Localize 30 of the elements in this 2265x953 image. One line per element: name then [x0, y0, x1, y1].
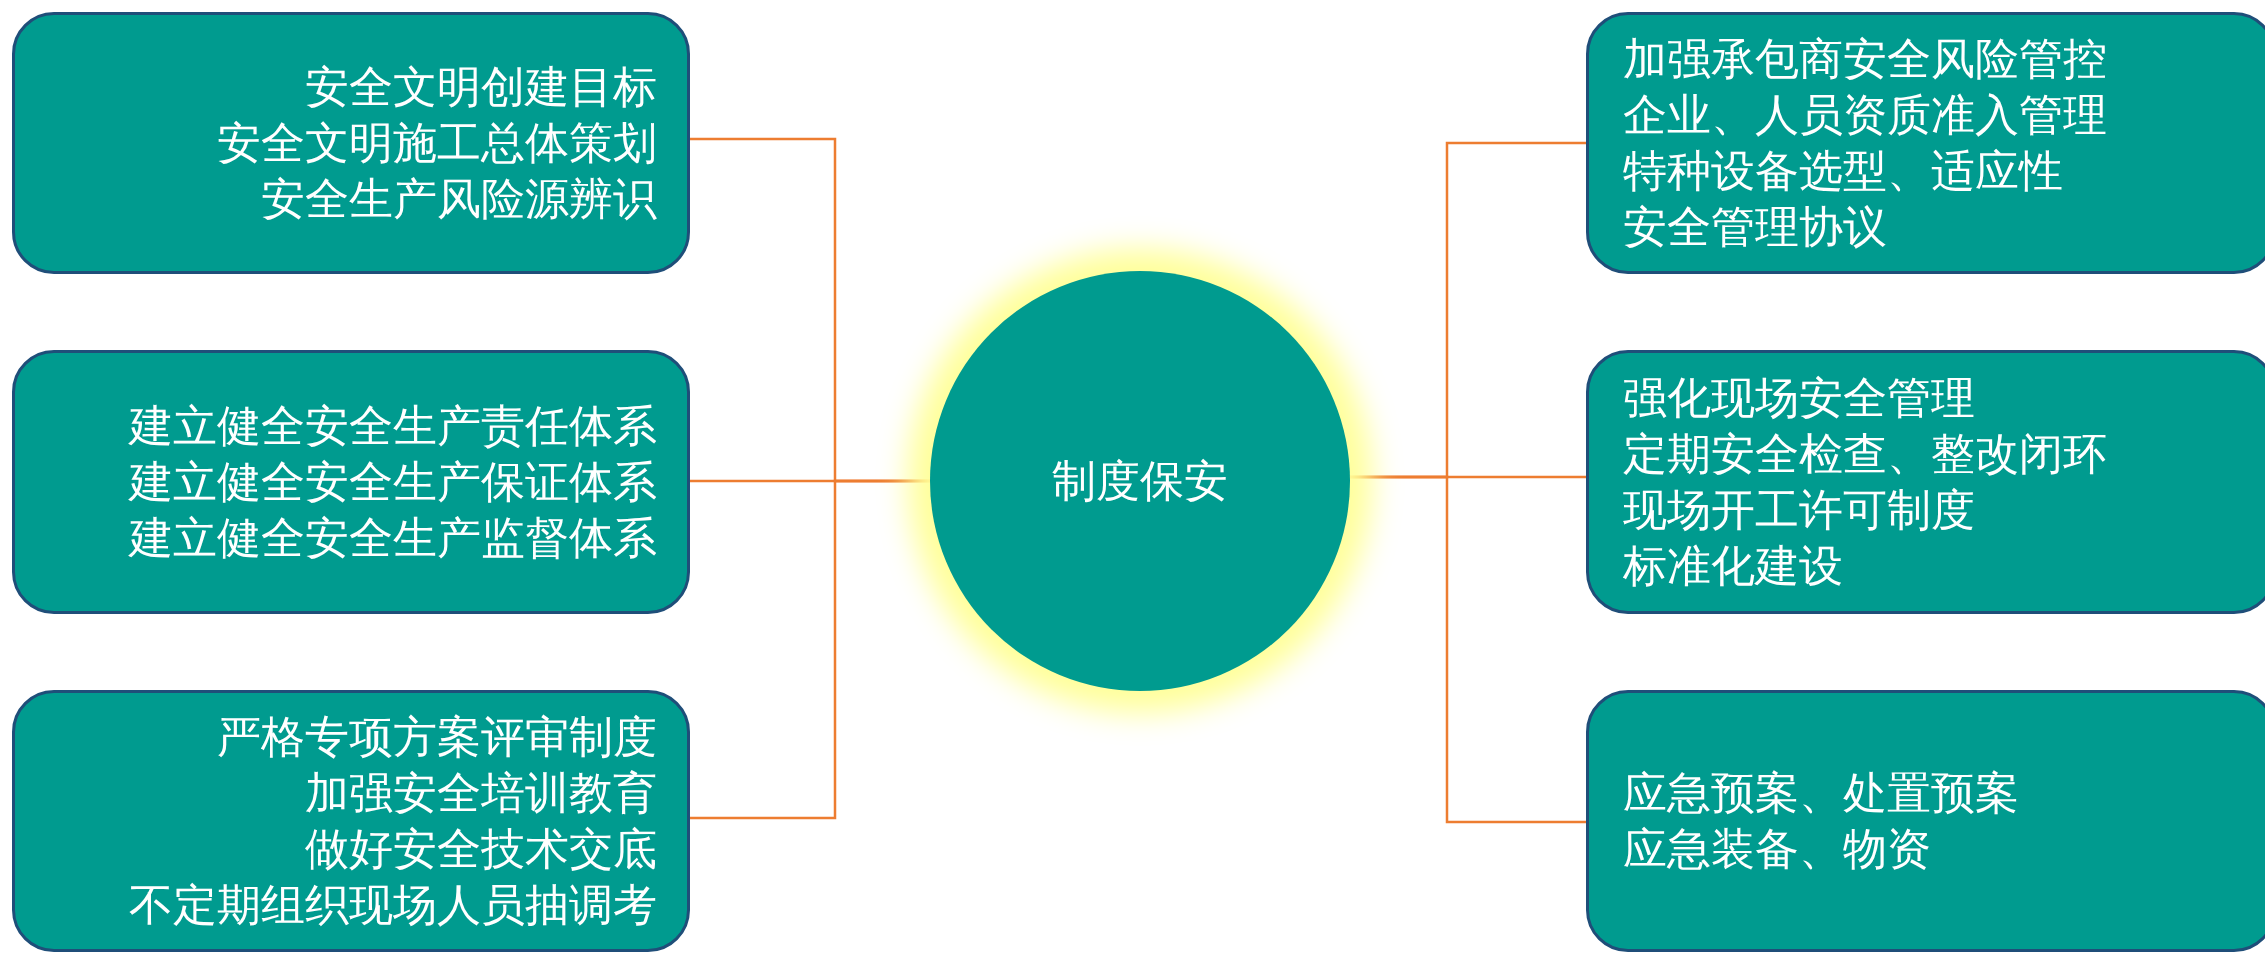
list-item: 企业、人员资质准入管理 [1623, 88, 2107, 142]
list-item: 建立健全安全生产监督体系 [129, 511, 657, 565]
list-item: 建立健全安全生产保证体系 [129, 455, 657, 509]
list-item: 严格专项方案评审制度 [216, 710, 657, 764]
list-item: 强化现场安全管理 [1623, 371, 1976, 425]
list-item: 安全生产风险源辨识 [260, 172, 657, 226]
text-box [1586, 12, 2265, 274]
center-circle [930, 271, 1350, 691]
list-item: 标准化建设 [1623, 539, 1844, 593]
list-item: 不定期组织现场人员抽调考 [129, 878, 657, 932]
list-item: 安全文明创建目标 [304, 60, 657, 114]
text-box [1586, 690, 2265, 952]
connector-line [1350, 475, 1586, 824]
center-label: 制度保安 [1052, 454, 1228, 508]
list-item: 安全管理协议 [1623, 200, 1888, 254]
list-item: 加强承包商安全风险管控 [1623, 32, 2107, 86]
list-item: 定期安全检查、整改闭环 [1623, 427, 2107, 481]
text-box [1586, 350, 2265, 614]
text-box [12, 12, 690, 274]
text-box [12, 690, 690, 952]
text-box [12, 350, 690, 614]
list-item: 加强安全培训教育 [304, 766, 657, 820]
connector-line [690, 479, 930, 820]
list-item: 做好安全技术交底 [304, 822, 657, 876]
list-item: 现场开工许可制度 [1623, 483, 1976, 537]
list-item: 应急预案、处置预案 [1623, 766, 2019, 820]
list-item: 建立健全安全生产责任体系 [129, 399, 657, 453]
list-item: 应急装备、物资 [1623, 822, 1932, 876]
list-item: 安全文明施工总体策划 [217, 116, 657, 170]
list-item: 特种设备选型、适应性 [1623, 144, 2064, 198]
